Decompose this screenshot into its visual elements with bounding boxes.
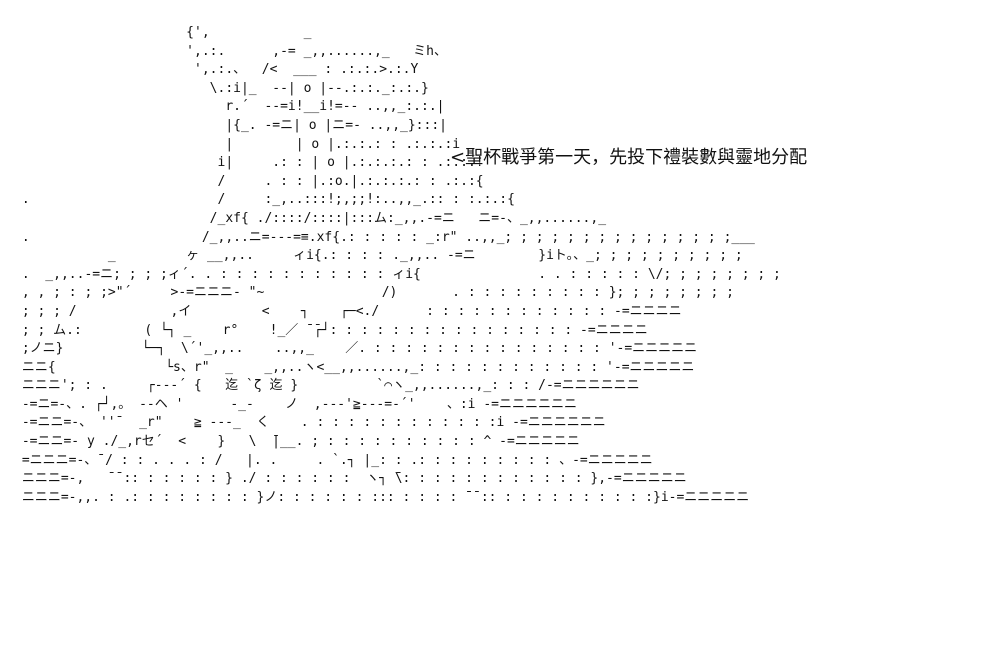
ascii-art-line: i| .: : | o |.:.:.:.: : .:.:.! <box>14 155 484 171</box>
ascii-art-line: {', _ <box>14 25 312 40</box>
ascii-art-line: . _,,..-=ニ; ; ; ;ィ´. . : : : : : : : : :… <box>14 266 781 282</box>
ascii-art-line: -=ニニ=-、 ''¯ _r" ≧ ---_ く . : : : : : : :… <box>14 415 606 431</box>
ascii-art-line: ; ; ム.: ( └┐ _ r° !_／ ̄ ̄┌┘: : : : : : :… <box>14 322 648 338</box>
ascii-art-line: ;ノニ} └─┐ \´'_,,.. ..,,_ ／. : : : : : : :… <box>14 341 698 357</box>
ascii-art-line: ニニニ=-, ¯¯:: : : : : : } ./ : : : : : : ヽ… <box>14 471 687 487</box>
ascii-art-line: ; ; ; / ,イ < ┐ ┌─<./ : : : : : : : : : :… <box>14 303 682 319</box>
ascii-art-line: -=ニ=-、. ┌┘,。 --ヘ ' -_- ノ ,---'≧---=-´' 、… <box>14 396 577 412</box>
ascii-art-line: -=ニニ=- y ./_,rセ´ < } \ ̄|__. ; : : : : :… <box>14 434 580 450</box>
ascii-art-line: / . : : |.:o.|.:.:.:.: : .:.:{ <box>14 173 484 189</box>
ascii-art-line: , , ; : ; ;>"´ >-=ニニニ- "~ /) . : : : : :… <box>14 285 734 301</box>
ascii-art-line: |{_. -=ニ| o |ニ=- ..,,_}:::| <box>14 117 447 133</box>
ascii-art-line: . / :_,..:::!;,;;!:..,,_.:: : :.:.:{ <box>14 192 515 208</box>
ascii-art-line: r.´ --=i!__i!=-- ..,,_:.:.| <box>14 99 445 115</box>
ascii-art-line: ニニニ'; : . ┌---´ { 迄 `ζ 迄 } `⌒ヽ_,,......,… <box>14 378 640 394</box>
ascii-art-line: . /_,,..ニ=---=≡.xf{.: : : : : _:r" ..,,_… <box>14 229 755 245</box>
ascii-art-illustration: {', _ ',.:. ,-= _,,......,_ ミh、 ',.:.、 /… <box>14 24 781 507</box>
ascii-art-line: \.:i|_ --| o |--.:.:._:.:.} <box>14 80 429 96</box>
ascii-art-line: ニニニ=-,,. : .: : : : : : : : }ノ: : : : : … <box>14 489 750 505</box>
ascii-art-line: ',.:. ,-= _,,......,_ ミh、 <box>14 43 447 59</box>
ascii-art-line: ',.:.、 /< ___ : .:.:.>.:.Y <box>14 62 419 78</box>
ascii-art-line: _ ヶ __,,.. ィi{.: : : : ._,,.. -=ニ }iト。、_… <box>14 248 743 264</box>
ascii-art-line: ニニ{ └s、r" _ _,,..ヽ<__,,......,_: : : : :… <box>14 359 695 375</box>
ascii-art-line: | | o |.:.:.: : .:.:.:i <box>14 136 461 152</box>
ascii-art-line: =ニニニ=-、¯/ : : . . . : / |. . . `.┐ |_: :… <box>14 452 653 468</box>
ascii-art-line: /_xf{ ./::::/::::|:::ム:_,,.-=ニ ニ=-、_,,..… <box>14 210 607 226</box>
caption-text: <聖杯戰爭第一天，先投下禮裝數與靈地分配 <box>450 147 808 168</box>
